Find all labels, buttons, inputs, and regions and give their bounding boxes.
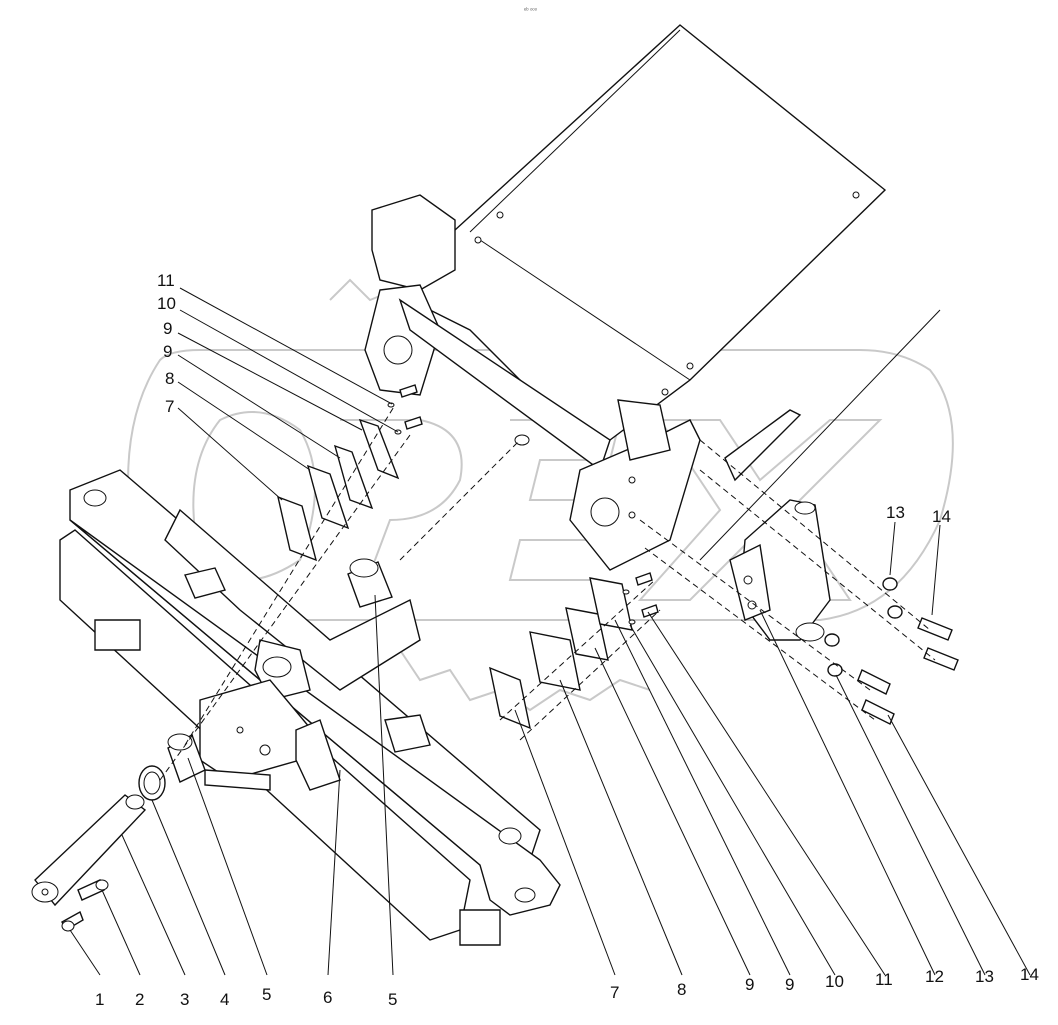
leader-lines xyxy=(69,287,1031,976)
assembly-axis-lines xyxy=(159,404,936,781)
callout-6: 6 xyxy=(323,988,332,1007)
callout-1: 1 xyxy=(95,990,104,1009)
callout-9: 9 xyxy=(163,342,172,361)
right-shim-stack xyxy=(489,572,659,730)
callout-9: 9 xyxy=(745,975,754,994)
callout-10: 10 xyxy=(157,294,176,313)
callout-8: 8 xyxy=(165,369,174,388)
callout-11: 11 xyxy=(157,271,175,290)
right-bracket-assembly xyxy=(724,409,959,725)
callout-2: 2 xyxy=(135,990,144,1009)
callout-5: 5 xyxy=(262,985,271,1004)
callout-11: 11 xyxy=(875,970,893,989)
callout-13: 13 xyxy=(886,503,905,522)
callout-12: 12 xyxy=(925,967,944,986)
right-upper-callouts: 13 14 xyxy=(886,503,951,526)
boom-arm xyxy=(59,469,561,946)
callout-7: 7 xyxy=(165,397,174,416)
callout-4: 4 xyxy=(220,990,229,1009)
upper-mount-frame xyxy=(364,24,941,571)
pivot-pin-assembly xyxy=(31,558,393,932)
callout-10: 10 xyxy=(825,972,844,991)
bottom-callouts: 1 2 3 4 5 6 5 7 8 9 9 10 11 12 13 14 xyxy=(95,965,1039,1009)
left-callouts: 11 10 9 9 8 7 xyxy=(157,271,176,416)
callout-5: 5 xyxy=(388,990,397,1009)
callout-9: 9 xyxy=(163,319,172,338)
callout-7: 7 xyxy=(610,983,619,1002)
callout-8: 8 xyxy=(677,980,686,999)
callout-14: 14 xyxy=(932,507,951,526)
callout-9: 9 xyxy=(785,975,794,994)
header-mark: ᵉᵇ ᵒᵒᵒ xyxy=(524,7,538,14)
left-shim-stack xyxy=(277,384,423,562)
callout-3: 3 xyxy=(180,990,189,1009)
callout-14: 14 xyxy=(1020,965,1039,984)
callout-13: 13 xyxy=(975,967,994,986)
